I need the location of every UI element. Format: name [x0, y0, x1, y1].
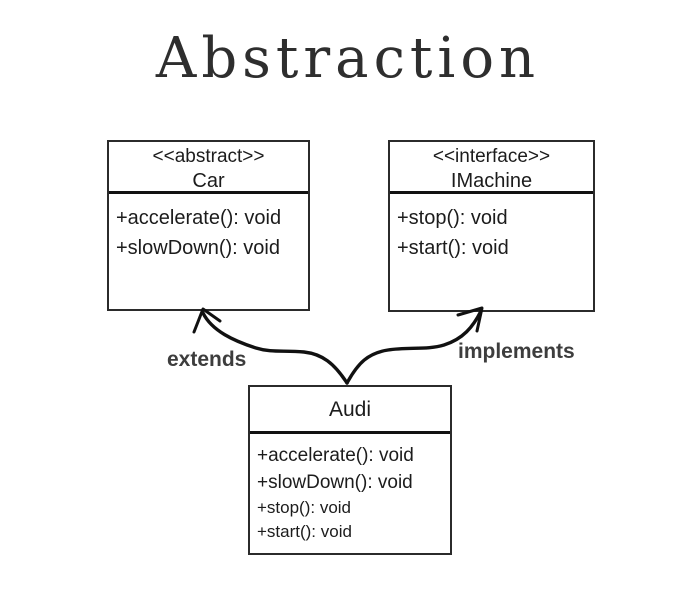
methods-section-car: +accelerate(): void +slowDown(): void: [109, 194, 308, 263]
stereotype-interface: <<interface>>: [432, 146, 551, 167]
method-text: +start(): void: [257, 522, 352, 541]
methods-section-imachine: +stop(): void +start(): void: [390, 194, 593, 263]
class-box-imachine: <<interface>> IMachine +stop(): void +sta…: [388, 140, 595, 312]
class-name-audi: Audi: [328, 398, 372, 421]
method-text: +accelerate(): void: [116, 207, 282, 229]
class-name-car: Car: [192, 170, 225, 192]
extends-label: extends: [167, 348, 247, 371]
method-text: +slowDown(): void: [257, 472, 413, 493]
method-text: +accelerate(): void: [257, 445, 414, 466]
methods-section-audi: +accelerate(): void +slowDown(): void +sto…: [250, 434, 450, 544]
implements-label: implements: [458, 340, 575, 363]
class-header-imachine: <<interface>> IMachine: [390, 142, 593, 194]
class-box-audi: Audi +accelerate(): void +slowDown(): voi…: [248, 385, 452, 555]
stereotype-abstract: <<abstract>>: [152, 146, 265, 167]
class-header-audi: Audi: [250, 387, 450, 434]
extends-arrowhead-icon: [192, 307, 222, 334]
class-name-imachine: IMachine: [450, 170, 533, 192]
method-text: +start(): void: [397, 237, 509, 259]
method-text: +stop(): void: [397, 207, 508, 229]
method-text: +stop(): void: [257, 498, 352, 517]
page-title: Abstraction: [155, 26, 541, 91]
class-header-car: <<abstract>> Car: [109, 142, 308, 194]
class-box-car: <<abstract>> Car +accelerate(): void +slo…: [107, 140, 310, 311]
method-text: +slowDown(): void: [116, 237, 280, 259]
